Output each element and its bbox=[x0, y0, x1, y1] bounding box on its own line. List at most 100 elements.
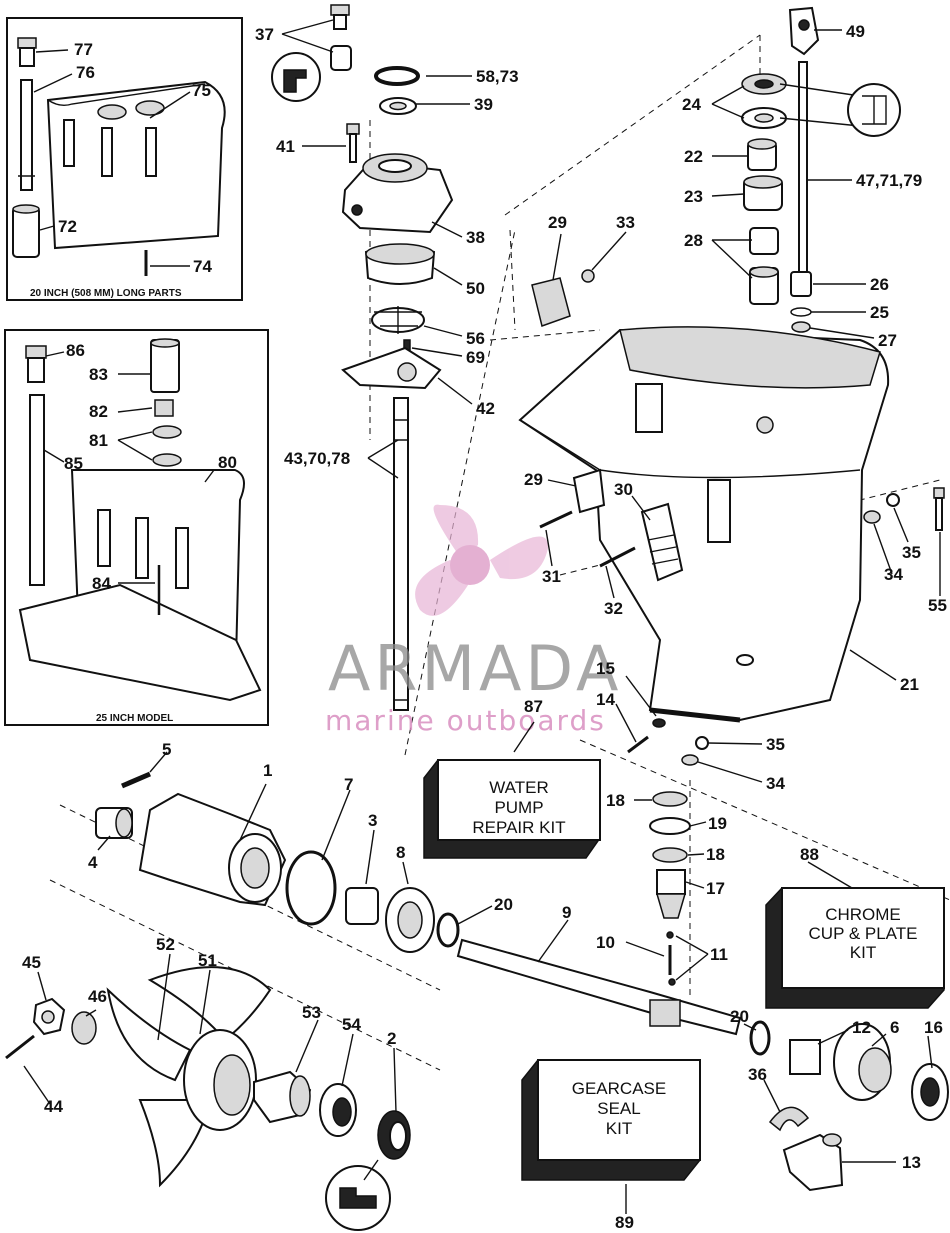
water-pump-kit-line2: PUMP bbox=[494, 798, 543, 817]
water-pump-assembly bbox=[271, 4, 454, 711]
callout-74: 74 bbox=[193, 257, 212, 276]
callout-3: 3 bbox=[368, 811, 377, 830]
callout-46: 46 bbox=[88, 987, 107, 1006]
callout-23: 23 bbox=[684, 187, 703, 206]
callout-37: 37 bbox=[255, 25, 274, 44]
callout-45: 45 bbox=[22, 953, 41, 972]
kit-gearcase-seal: GEARCASE SEAL KIT bbox=[521, 1059, 701, 1181]
callout-5: 5 bbox=[162, 740, 171, 759]
watermark-brand: ARMADA bbox=[328, 632, 622, 705]
callout-20-left: 20 bbox=[494, 895, 513, 914]
callout-12: 12 bbox=[852, 1018, 871, 1037]
callout-33: 33 bbox=[616, 213, 635, 232]
model-25-caption: 25 INCH MODEL bbox=[96, 713, 173, 724]
callout-19: 19 bbox=[708, 814, 727, 833]
callout-20-right: 20 bbox=[730, 1007, 749, 1026]
watermark: ARMADA marine outboards bbox=[325, 504, 622, 737]
callout-6: 6 bbox=[890, 1018, 899, 1037]
callout-34-upper: 34 bbox=[884, 565, 903, 584]
kit-chrome-cup-plate: CHROME CUP & PLATE KIT bbox=[765, 887, 945, 1009]
callout-77: 77 bbox=[74, 40, 93, 59]
callout-52: 52 bbox=[156, 935, 175, 954]
callout-55: 55 bbox=[928, 596, 947, 615]
callout-39: 39 bbox=[474, 95, 493, 114]
callout-54: 54 bbox=[342, 1015, 361, 1034]
chrome-kit-line1: CHROME bbox=[825, 905, 901, 924]
callout-72: 72 bbox=[58, 217, 77, 236]
watermark-tagline: marine outboards bbox=[325, 704, 606, 737]
callout-85: 85 bbox=[64, 454, 83, 473]
callout-38: 38 bbox=[466, 228, 485, 247]
callout-18-upper: 18 bbox=[606, 791, 625, 810]
callout-1: 1 bbox=[263, 761, 272, 780]
chrome-kit-line2: CUP & PLATE bbox=[809, 924, 918, 943]
callout-87: 87 bbox=[524, 697, 543, 716]
water-pump-kit-line1: WATER bbox=[489, 778, 549, 797]
callout-31: 31 bbox=[542, 567, 561, 586]
callout-24: 24 bbox=[682, 95, 701, 114]
callout-22: 22 bbox=[684, 147, 703, 166]
leader-lines bbox=[23, 19, 941, 1214]
callout-29-upper: 29 bbox=[548, 213, 567, 232]
long-parts-caption: 20 INCH (508 MM) LONG PARTS bbox=[30, 288, 182, 299]
callout-53: 53 bbox=[302, 1003, 321, 1022]
callout-28: 28 bbox=[684, 231, 703, 250]
callout-10: 10 bbox=[596, 933, 615, 952]
callout-80: 80 bbox=[218, 453, 237, 472]
callout-11: 11 bbox=[710, 945, 728, 964]
callout-14: 14 bbox=[596, 690, 615, 709]
callout-26: 26 bbox=[870, 275, 889, 294]
callout-18-lower: 18 bbox=[706, 845, 725, 864]
callout-15: 15 bbox=[596, 659, 615, 678]
chrome-kit-line3: KIT bbox=[850, 943, 876, 962]
callout-34-lower: 34 bbox=[766, 774, 785, 793]
callout-86: 86 bbox=[66, 341, 85, 360]
kit-water-pump: WATER PUMP REPAIR KIT bbox=[423, 759, 601, 859]
callout-21: 21 bbox=[900, 675, 919, 694]
callout-81: 81 bbox=[89, 431, 108, 450]
callout-58-73: 58,73 bbox=[476, 67, 519, 86]
gearcase-kit-line2: SEAL bbox=[597, 1099, 640, 1118]
callout-8: 8 bbox=[396, 843, 405, 862]
gearcase-kit-line3: KIT bbox=[606, 1119, 632, 1138]
callout-41: 41 bbox=[276, 137, 295, 156]
callout-2: 2 bbox=[387, 1029, 396, 1048]
callout-50: 50 bbox=[466, 279, 485, 298]
gearcase-kit-line1: GEARCASE bbox=[572, 1079, 666, 1098]
callout-17: 17 bbox=[706, 879, 725, 898]
shift-rod-assembly bbox=[741, 6, 901, 333]
callout-47-71-79: 47,71,79 bbox=[856, 171, 922, 190]
callout-43-70-78: 43,70,78 bbox=[284, 449, 350, 468]
gearcase-housing bbox=[518, 269, 945, 766]
callout-4: 4 bbox=[88, 853, 98, 872]
callout-35-upper: 35 bbox=[902, 543, 921, 562]
callout-35-lower: 35 bbox=[766, 735, 785, 754]
callout-42: 42 bbox=[476, 399, 495, 418]
callout-labels: 77 76 75 72 74 86 83 82 81 80 85 84 37 5… bbox=[22, 22, 947, 1232]
callout-27: 27 bbox=[878, 331, 897, 350]
callout-82: 82 bbox=[89, 402, 108, 421]
callout-7: 7 bbox=[344, 775, 353, 794]
callout-76: 76 bbox=[76, 63, 95, 82]
callout-51: 51 bbox=[198, 951, 217, 970]
callout-44: 44 bbox=[44, 1097, 63, 1116]
callout-36: 36 bbox=[748, 1065, 767, 1084]
callout-84: 84 bbox=[92, 574, 111, 593]
callout-16: 16 bbox=[924, 1018, 943, 1037]
callout-25: 25 bbox=[870, 303, 889, 322]
callout-69: 69 bbox=[466, 348, 485, 367]
inset-25-inch-model: 25 INCH MODEL bbox=[4, 329, 269, 726]
callout-9: 9 bbox=[562, 903, 571, 922]
callout-56: 56 bbox=[466, 329, 485, 348]
callout-49: 49 bbox=[846, 22, 865, 41]
callout-29-lower: 29 bbox=[524, 470, 543, 489]
callout-88: 88 bbox=[800, 845, 819, 864]
callout-83: 83 bbox=[89, 365, 108, 384]
water-pump-kit-line3: REPAIR KIT bbox=[472, 818, 565, 837]
callout-13: 13 bbox=[902, 1153, 921, 1172]
callout-89: 89 bbox=[615, 1213, 634, 1232]
callout-30: 30 bbox=[614, 480, 633, 499]
inset-long-parts: 20 INCH (508 MM) LONG PARTS bbox=[6, 17, 243, 301]
callout-32: 32 bbox=[604, 599, 623, 618]
